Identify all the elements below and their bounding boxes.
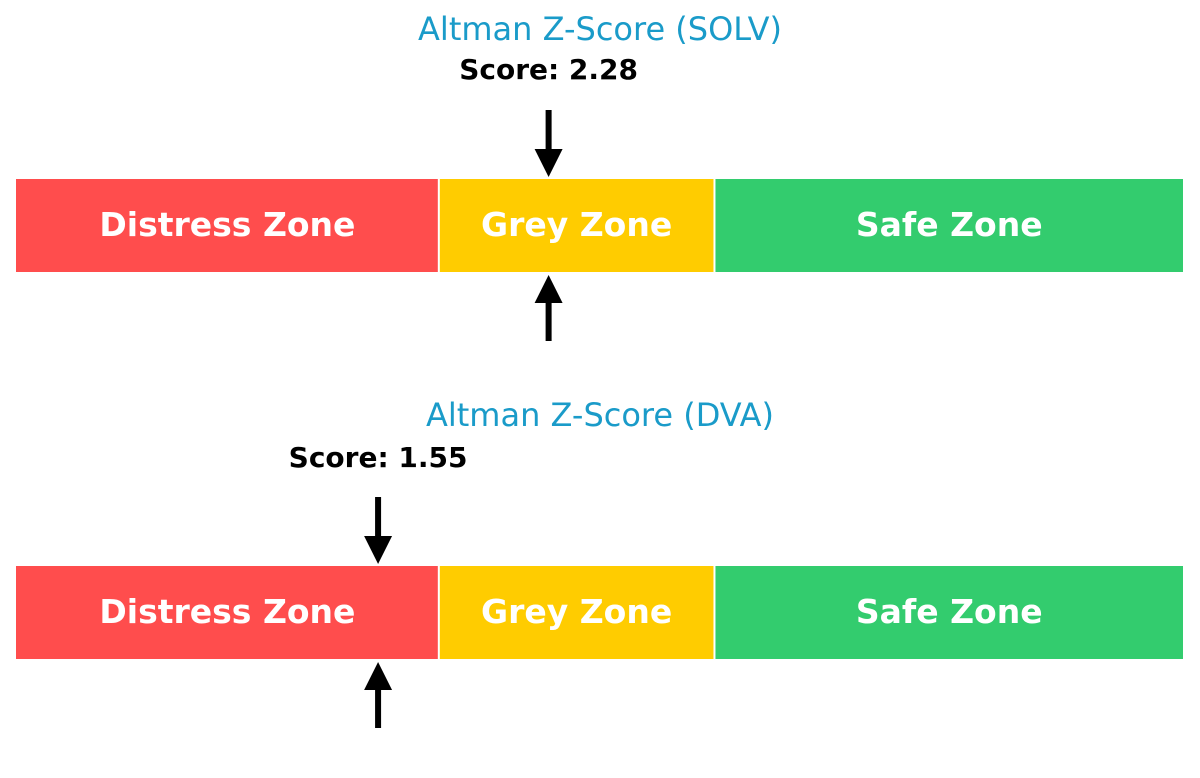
score-label: Score: 1.55 — [289, 441, 468, 474]
gauge-panel-2: Altman Z-Score (DVA) Distress Zone Grey Zo… — [16, 396, 1183, 728]
down-arrow-icon — [534, 110, 563, 177]
score-label: Score: 2.28 — [459, 53, 638, 86]
zone-label: Distress Zone — [99, 592, 355, 631]
zone-label: Distress Zone — [99, 205, 355, 244]
zone-label: Grey Zone — [481, 205, 672, 244]
zone-bar-2 — [439, 566, 714, 659]
zone-label: Grey Zone — [481, 592, 672, 631]
zone-bar-1 — [16, 179, 438, 272]
chart-title: Altman Z-Score (DVA) — [426, 396, 774, 434]
up-arrow-icon — [534, 275, 563, 341]
zone-bar-2 — [439, 179, 714, 272]
zone-bar-1 — [16, 566, 438, 659]
gauge-panel-1: Altman Z-Score (SOLV) Distress Zone Grey Z… — [16, 10, 1183, 341]
up-arrow-icon — [364, 662, 393, 728]
down-arrow-icon — [364, 497, 393, 564]
zone-label: Safe Zone — [856, 592, 1043, 631]
zone-bar-3 — [715, 566, 1183, 659]
zone-bar-3 — [715, 179, 1183, 272]
zone-label: Safe Zone — [856, 205, 1043, 244]
chart-title: Altman Z-Score (SOLV) — [418, 10, 782, 48]
